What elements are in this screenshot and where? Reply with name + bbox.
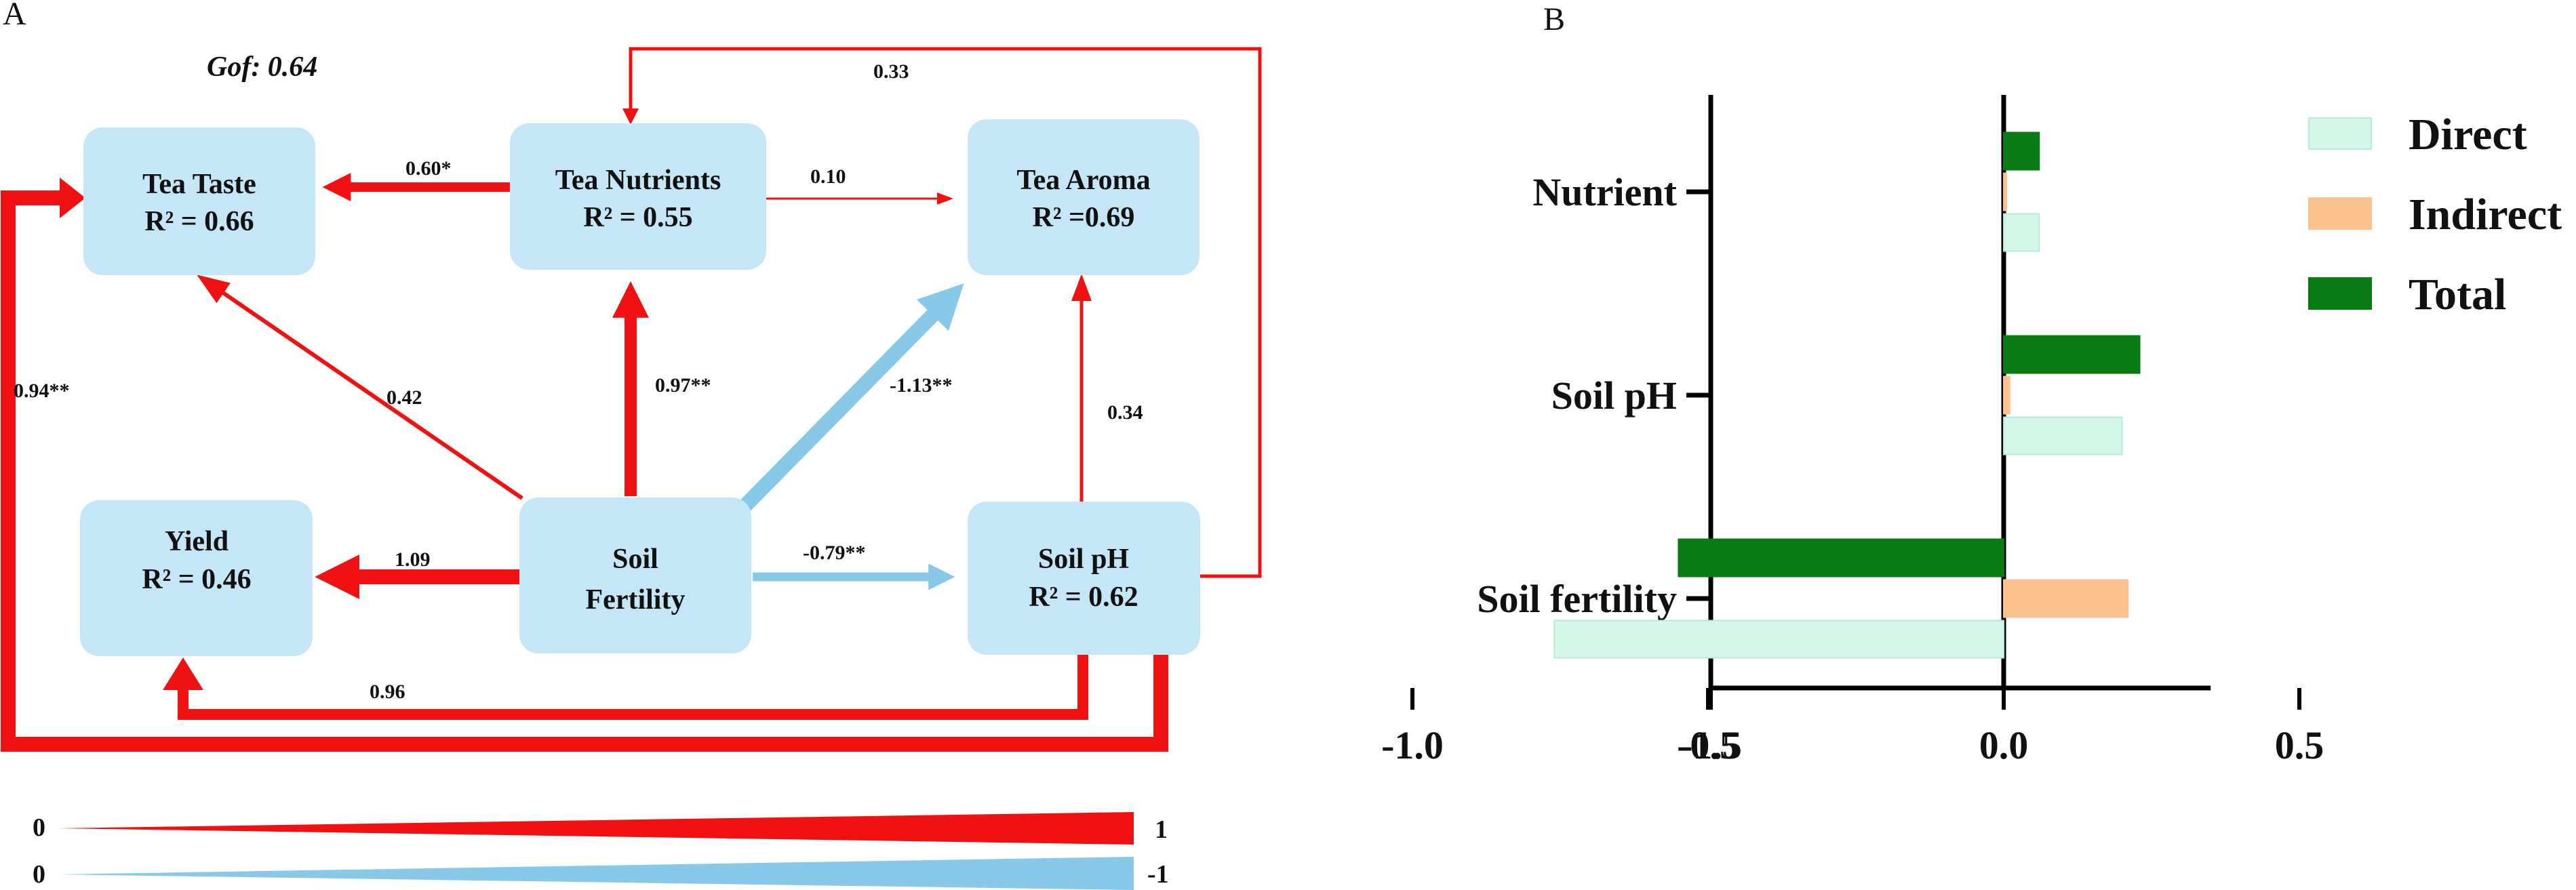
node-soil-fertility-line2: Fertility xyxy=(586,584,686,615)
edge-label-fertility-taste: 0.42 xyxy=(387,386,422,409)
edge-label-fertility-yield: 1.09 xyxy=(395,548,431,571)
node-soil-fertility[interactable]: Soil Fertility xyxy=(519,498,751,653)
panel-a: A Gof: 0.64 xyxy=(1,0,1262,890)
node-tea-taste[interactable]: Tea Taste R² = 0.66 xyxy=(83,127,315,275)
coefficient-scale: 0 1 0 -1 xyxy=(33,812,1169,890)
edge-ph-taste xyxy=(1,190,1168,752)
edge-label-ph-nutrients: 0.33 xyxy=(873,60,909,83)
x-tick-label: 0.5 xyxy=(2275,723,2324,767)
node-tea-nutrients-name: Tea Nutrients xyxy=(555,165,721,196)
scale-blue-min: 0 xyxy=(33,860,45,889)
legend-label-indirect: Indirect xyxy=(2409,190,2562,239)
scale-red-min: 0 xyxy=(33,813,45,842)
edge-label-ph-aroma: 0.34 xyxy=(1107,401,1143,424)
edge-ph-yield-head xyxy=(163,658,203,690)
node-tea-aroma-r2: R² =0.69 xyxy=(1033,202,1135,233)
edge-fertility-aroma xyxy=(737,283,964,514)
category-label: Soil pH xyxy=(1551,373,1677,418)
x-tick-label: -1.5 xyxy=(1680,723,1742,767)
node-tea-nutrients-r2: R² = 0.55 xyxy=(583,202,692,233)
x-tick-label: -0.5 xyxy=(1677,723,1739,767)
scale-red-max: 1 xyxy=(1155,815,1168,844)
node-soil-ph-name: Soil pH xyxy=(1038,544,1129,575)
edge-fertility-taste xyxy=(197,275,523,500)
node-soil-ph[interactable]: Soil pH R² = 0.62 xyxy=(968,502,1200,655)
edge-ph-nutrients-head xyxy=(622,108,639,125)
node-yield[interactable]: Yield R² = 0.46 xyxy=(80,500,313,656)
legend-swatch-indirect xyxy=(2308,197,2372,230)
bar-direct xyxy=(1553,620,2004,659)
nodes: Tea Taste R² = 0.66 Tea Nutrients R² = 0… xyxy=(80,119,1200,656)
x-tick-label: 0.0 xyxy=(1979,723,2029,767)
legend-label-total: Total xyxy=(2409,270,2506,319)
legend-label-direct: Direct xyxy=(2409,110,2527,159)
legend-swatch-total xyxy=(2308,277,2372,310)
node-tea-aroma[interactable]: Tea Aroma R² =0.69 xyxy=(968,119,1200,275)
edge-labels: 0.60* 0.10 0.33 0.94** 0.42 0.97** -1.13… xyxy=(14,60,1143,703)
legend-swatch-direct xyxy=(2308,117,2372,150)
panel-b-label: B xyxy=(1543,1,1565,37)
bar-total xyxy=(1678,538,2004,578)
bar-total xyxy=(2003,335,2141,374)
node-soil-fertility-line1: Soil xyxy=(612,544,658,575)
scale-red-wedge xyxy=(58,812,1134,845)
bar-indirect xyxy=(2003,376,2010,415)
edge-label-fertility-nutrients: 0.97** xyxy=(655,374,711,397)
edge-label-nutrients-aroma: 0.10 xyxy=(810,165,846,188)
edge-label-fertility-aroma: -1.13** xyxy=(890,374,953,397)
scale-blue-wedge xyxy=(58,857,1134,890)
node-tea-nutrients[interactable]: Tea Nutrients R² = 0.55 xyxy=(510,123,766,270)
edge-ph-nutrients xyxy=(629,47,1262,578)
node-tea-taste-r2: R² = 0.66 xyxy=(144,206,254,237)
edge-label-nutrients-taste: 0.60* xyxy=(405,157,452,180)
node-yield-r2: R² = 0.46 xyxy=(142,564,251,595)
panel-a-label: A xyxy=(3,0,26,32)
bar-total xyxy=(2003,132,2040,171)
bar-direct xyxy=(2003,213,2040,252)
category-label: Soil fertility xyxy=(1477,577,1677,621)
edge-label-ph-taste: 0.94** xyxy=(14,380,70,402)
node-tea-taste-name: Tea Taste xyxy=(142,169,256,200)
x-tick-label: -1.0 xyxy=(1381,723,1444,767)
bar-direct xyxy=(2003,416,2123,456)
node-tea-aroma-name: Tea Aroma xyxy=(1016,165,1150,196)
category-label: Nutrient xyxy=(1532,170,1677,214)
node-yield-name: Yield xyxy=(165,526,229,557)
scale-blue-max: -1 xyxy=(1147,860,1169,889)
path-edges xyxy=(1,47,1262,752)
edge-label-ph-yield: 0.96 xyxy=(370,681,405,703)
edge-label-fertility-ph: -0.79** xyxy=(803,542,866,564)
bar-indirect xyxy=(2003,579,2129,618)
gof-label: Gof: 0.64 xyxy=(207,52,317,83)
edge-ph-yield xyxy=(178,655,1088,720)
node-soil-ph-r2: R² = 0.62 xyxy=(1029,582,1138,613)
bar-indirect xyxy=(2003,172,2007,211)
edge-ph-taste-head xyxy=(60,178,85,218)
